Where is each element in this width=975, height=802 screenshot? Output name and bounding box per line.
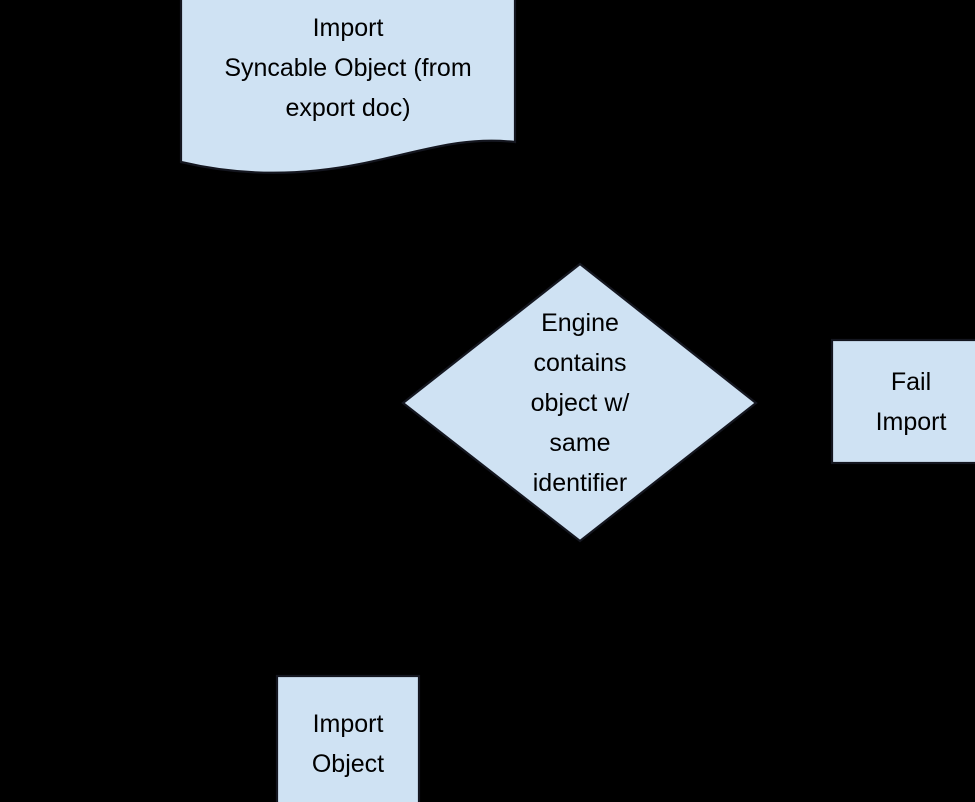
fail-import-shape[interactable] — [830, 338, 975, 465]
decision-same-identifier-shape[interactable] — [401, 262, 758, 543]
import-source-shape[interactable] — [179, 0, 517, 174]
import-object-shape[interactable] — [275, 674, 421, 802]
